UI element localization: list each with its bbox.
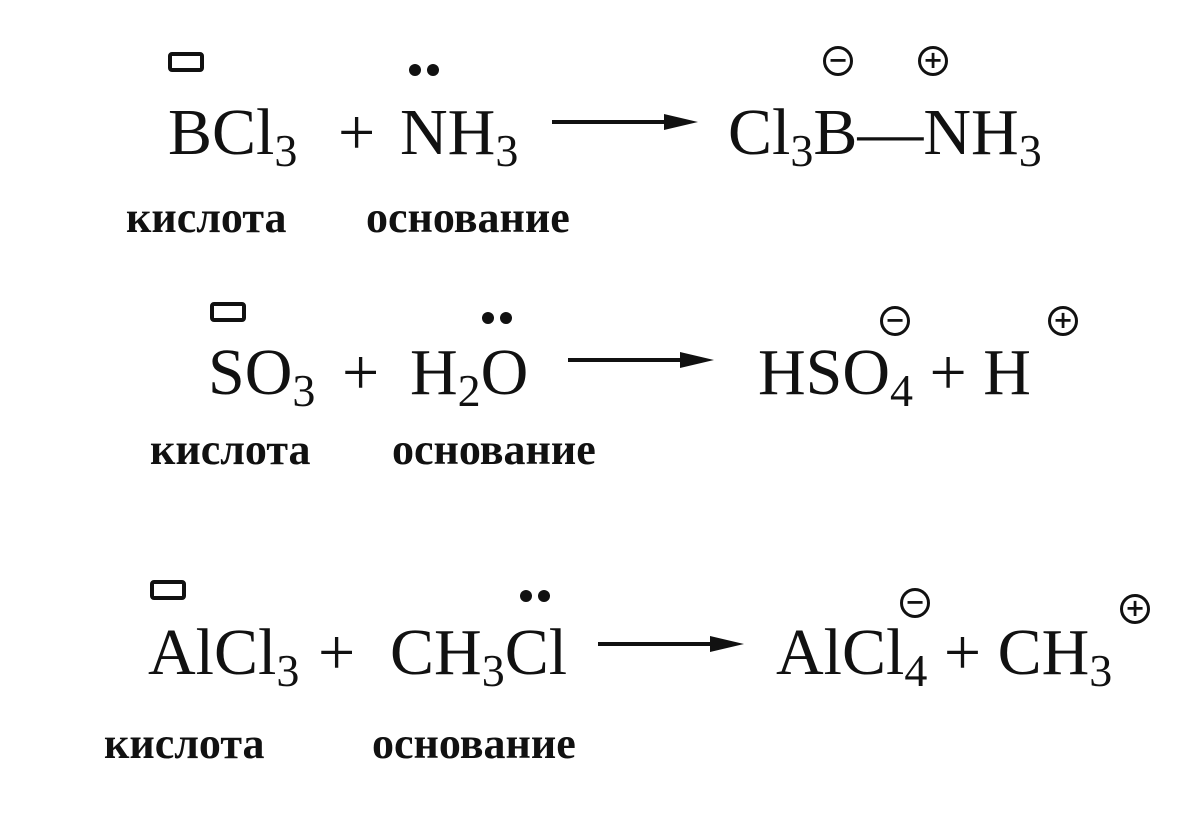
plus-sign: +: [318, 616, 356, 689]
acid-label: кислота: [126, 193, 287, 242]
base-label: основание: [372, 719, 576, 768]
positive-charge-icon: +: [918, 46, 948, 76]
acid-label: кислота: [104, 719, 265, 768]
positive-charge-icon: +: [1120, 594, 1150, 624]
empty-orbital-box: [150, 580, 186, 600]
reaction-arrow: [568, 352, 714, 368]
product-formula: HSO4 + H: [758, 336, 1031, 416]
positive-charge-icon: +: [1048, 306, 1078, 336]
negative-charge-icon: −: [900, 588, 930, 618]
empty-orbital-box: [168, 52, 204, 72]
base-formula: H2O: [410, 336, 529, 416]
product-formula: Cl3B—NH3: [728, 96, 1042, 176]
base-formula: CH3Cl: [390, 616, 568, 696]
reaction-arrow: [552, 114, 698, 130]
base-formula: NH3: [400, 96, 519, 176]
acid-formula: AlCl3: [148, 616, 300, 696]
negative-charge-icon: −: [880, 306, 910, 336]
lone-pair-dots: [520, 590, 550, 602]
plus-sign: +: [342, 336, 380, 409]
acid-label: кислота: [150, 425, 311, 474]
empty-orbital-box: [210, 302, 246, 322]
negative-charge-icon: −: [823, 46, 853, 76]
plus-sign: +: [338, 96, 376, 169]
lone-pair-dots: [482, 312, 512, 324]
acid-formula: BCl3: [168, 96, 298, 176]
base-label: основание: [392, 425, 596, 474]
lone-pair-dots: [409, 64, 439, 76]
acid-formula: SO3: [208, 336, 316, 416]
reaction-arrow: [598, 636, 744, 652]
base-label: основание: [366, 193, 570, 242]
product-formula: AlCl4 + CH3: [776, 616, 1113, 696]
